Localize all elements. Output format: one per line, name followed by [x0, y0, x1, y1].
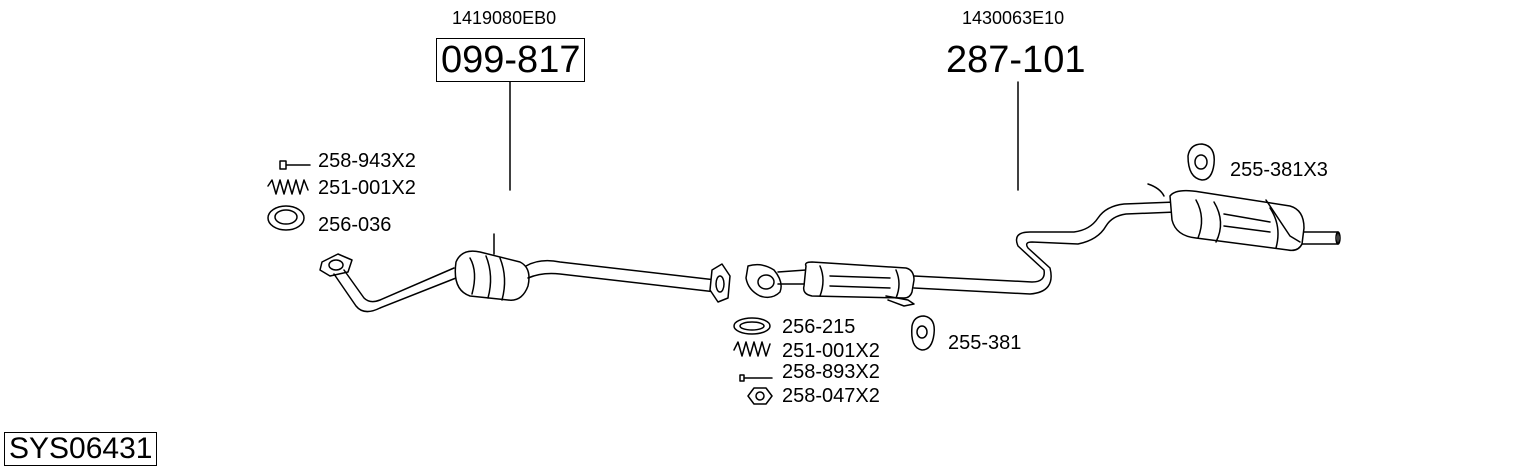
hanger-label-middle: 255-381	[948, 332, 1022, 354]
accessory-label-bolt-left: 258-943X2	[318, 150, 416, 172]
hanger-label-right: 255-381X3	[1230, 159, 1328, 181]
rear-pipe	[913, 201, 1177, 283]
oem-number-rear-system: 1430063E10	[962, 8, 1065, 28]
gasket-icon-middle	[733, 317, 771, 335]
accessory-label-spring-left: 251-001X2	[318, 177, 416, 199]
catalytic-converter	[454, 233, 530, 301]
accessory-label-bolt-middle: 258-893X2	[782, 361, 880, 383]
spring-icon-left	[267, 179, 309, 195]
mid-flange	[709, 263, 731, 303]
front-downpipe	[333, 273, 457, 313]
accessory-label-nut-middle: 258-047X2	[782, 385, 880, 407]
rubber-hanger-icon-right	[1187, 143, 1215, 181]
system-code: SYS06431	[4, 432, 158, 466]
mid-pipe-front	[525, 259, 717, 281]
spring-icon-middle	[733, 341, 771, 357]
accessory-label-gasket-middle: 256-215	[782, 316, 856, 338]
bolt-icon-left	[279, 160, 311, 170]
nut-icon-middle	[747, 387, 773, 405]
center-muffler	[802, 261, 915, 307]
front-flange	[319, 253, 353, 277]
rear-flange	[745, 263, 782, 299]
oem-number-catalyst: 1419080EB0	[452, 8, 557, 28]
rear-muffler	[1147, 183, 1341, 252]
part-number-catalyst: 099-817	[436, 38, 586, 82]
part-number-rear-system: 287-101	[946, 39, 1086, 81]
gasket-icon-left	[267, 205, 305, 231]
accessory-label-gasket-left: 256-036	[318, 214, 392, 236]
rubber-hanger-icon-middle	[910, 315, 936, 351]
accessory-label-spring-middle: 251-001X2	[782, 340, 880, 362]
bolt-icon-middle	[739, 374, 773, 382]
